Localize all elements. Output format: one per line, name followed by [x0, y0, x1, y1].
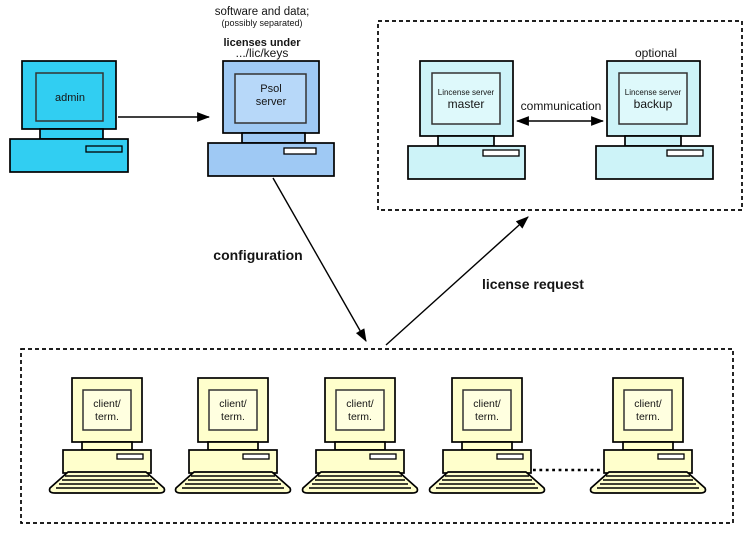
master-screen-line1: Lincense server: [438, 88, 495, 97]
admin-screen: [35, 72, 104, 122]
client-computer-2: client/ term.: [174, 377, 292, 494]
psol-drive-slot: [283, 147, 317, 155]
client-screen-line2: term.: [221, 411, 245, 423]
client-screen: [335, 389, 385, 431]
client-computer-4: client/ term.: [428, 377, 546, 494]
master-drive-slot: [482, 149, 520, 157]
psol-server-computer: software and data; (possibly separated) …: [207, 6, 335, 177]
backup-neck: [624, 135, 682, 147]
license-request-label: license request: [482, 276, 584, 292]
client-drive-slot: [369, 453, 397, 460]
client-screen: [462, 389, 512, 431]
license-server-group-box: [377, 20, 743, 211]
configuration-label: configuration: [213, 247, 302, 263]
client-computer-1: client/ term.: [48, 377, 166, 494]
client-keyboard: [48, 471, 166, 494]
client-screen-line2: term.: [348, 411, 372, 423]
client-screen-line1: client/: [93, 398, 121, 410]
admin-drive-slot: [85, 145, 123, 153]
psol-screen-line1: Psol: [260, 83, 281, 95]
master-neck: [437, 135, 495, 147]
client-screen: [82, 389, 132, 431]
psol-note-line2: (possibly separated): [221, 18, 302, 28]
master-screen-line2: master: [448, 97, 485, 111]
client-drive-slot: [242, 453, 270, 460]
client-neck: [81, 441, 133, 451]
client-neck: [461, 441, 513, 451]
psol-note-line1: software and data;: [215, 6, 310, 18]
client-screen-line1: client/: [473, 398, 501, 410]
client-keyboard: [428, 471, 546, 494]
backup-screen: [618, 72, 688, 125]
master-screen: [431, 72, 501, 125]
configuration-arrow: [272, 177, 367, 342]
admin-computer: admin: [9, 60, 129, 173]
psol-screen: [234, 73, 307, 124]
client-screen-line1: client/: [346, 398, 374, 410]
client-screen-line2: term.: [95, 411, 119, 423]
admin-neck: [39, 128, 104, 140]
psol-neck: [241, 132, 306, 144]
license-request-arrow: [385, 216, 529, 346]
client-screen-line2: term.: [475, 411, 499, 423]
admin-screen-label: admin: [55, 92, 85, 104]
client-screen: [623, 389, 673, 431]
client-neck: [622, 441, 674, 451]
client-computer-3: client/ term.: [301, 377, 419, 494]
license-server-backup-computer: optional Lincense server backup: [595, 46, 714, 180]
license-server-master-computer: Lincense server master: [407, 60, 526, 180]
client-screen-line1: client/: [219, 398, 247, 410]
client-neck: [207, 441, 259, 451]
backup-screen-line1: Lincense server: [625, 88, 682, 97]
psol-note-line3: licenses under: [223, 37, 301, 49]
client-keyboard: [174, 471, 292, 494]
optional-label: optional: [635, 46, 677, 60]
psol-note-line4: .../lic/keys: [236, 46, 289, 60]
client-screen-line2: term.: [636, 411, 660, 423]
client-drive-slot: [657, 453, 685, 460]
client-neck: [334, 441, 386, 451]
admin-base: [9, 138, 129, 173]
backup-screen-line2: backup: [634, 97, 673, 111]
backup-drive-slot: [666, 149, 704, 157]
communication-label: communication: [521, 99, 602, 113]
client-screen-line1: client/: [634, 398, 662, 410]
client-screen: [208, 389, 258, 431]
client-drive-slot: [496, 453, 524, 460]
client-computer-5: client/ term.: [589, 377, 707, 494]
client-drive-slot: [116, 453, 144, 460]
clients-group-box: [20, 348, 734, 524]
psol-screen-line2: server: [256, 96, 287, 108]
client-keyboard: [589, 471, 707, 494]
client-keyboard: [301, 471, 419, 494]
